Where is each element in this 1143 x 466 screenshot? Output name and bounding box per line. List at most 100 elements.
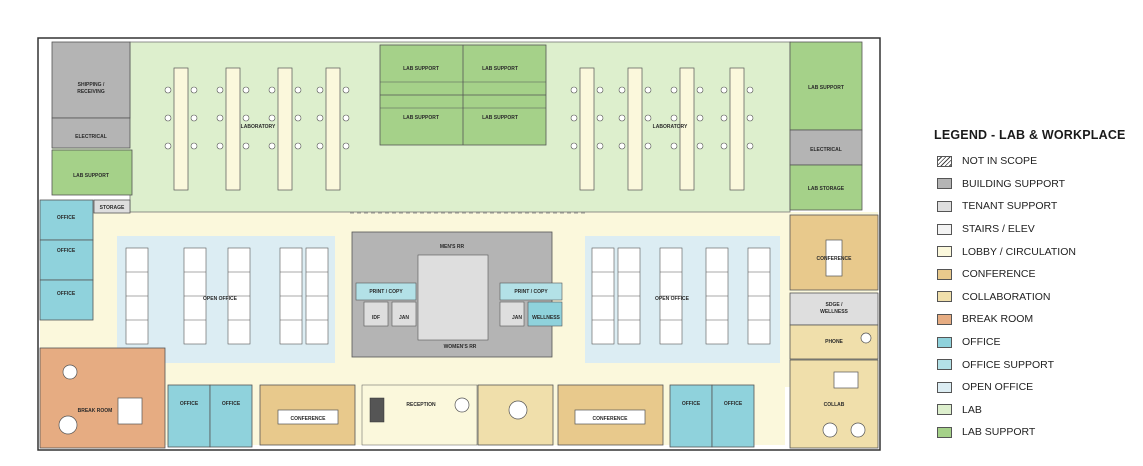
office-left-3-label: OFFICE xyxy=(57,291,76,297)
open-office-left-label: OPEN OFFICE xyxy=(203,296,238,302)
legend-label-building-support: BUILDING SUPPORT xyxy=(962,177,1066,190)
break-room-label: BREAK ROOM xyxy=(78,408,113,414)
lab-support-center-2-label: LAB SUPPORT xyxy=(482,66,518,72)
legend-swatch-office-support xyxy=(937,359,952,371)
reception-desk xyxy=(369,397,385,423)
office-left-3 xyxy=(39,279,94,321)
lab-support-center-4-label: LAB SUPPORT xyxy=(482,115,518,121)
legend-swatch-lab-support xyxy=(937,426,952,438)
legend-item-open-office: OPEN OFFICE xyxy=(930,376,1140,399)
legend-item-conference: CONFERENCE xyxy=(930,263,1140,286)
legend-item-building-support: BUILDING SUPPORT xyxy=(930,173,1140,196)
legend-label-stairs-elev: STAIRS / ELEV xyxy=(962,223,1035,236)
legend-label-open-office: OPEN OFFICE xyxy=(962,381,1034,394)
svg-text:SHIPPING /RECEIVING: SHIPPING /RECEIVING xyxy=(77,82,105,95)
legend-swatch-tenant-support xyxy=(937,200,952,212)
legend-swatch-break-room xyxy=(937,313,952,325)
phone-room xyxy=(789,324,879,360)
sdge-label-line1: SDGE / xyxy=(826,302,844,308)
open-office-desk-dividers xyxy=(126,271,770,321)
sdge-wellness-room xyxy=(789,292,879,326)
collab-right-label: COLLAB xyxy=(824,402,845,408)
restroom-core xyxy=(351,231,563,358)
legend-item-lab-support: LAB SUPPORT xyxy=(930,421,1140,444)
legend-swatch-stairs-elev xyxy=(937,223,952,235)
open-office-right xyxy=(585,236,780,363)
jan-left-label: JAN xyxy=(399,315,409,321)
laboratory-left-label: LABORATORY xyxy=(241,124,276,130)
conference-center-label: CONFERENCE xyxy=(592,416,628,422)
legend-label-break-room: BREAK ROOM xyxy=(962,313,1034,326)
legend-item-stairs-elev: STAIRS / ELEV xyxy=(930,218,1140,241)
legend-label-lab-support: LAB SUPPORT xyxy=(962,426,1036,439)
legend-items: NOT IN SCOPE BUILDING SUPPORT TENANT SUPPO… xyxy=(930,150,1140,444)
lab-support-left-label: LAB SUPPORT xyxy=(73,173,109,179)
reception-label: RECEPTION xyxy=(406,402,436,408)
legend-item-lobby-circulation: LOBBY / CIRCULATION xyxy=(930,240,1140,263)
legend: LEGEND - LAB & WORKPLACE NOT IN SCOPE BUI… xyxy=(930,128,1140,444)
room-labels: SHIPPING /RECEIVING ELECTRICAL LAB SUPPO… xyxy=(57,66,852,422)
legend-label-not-in-scope: NOT IN SCOPE xyxy=(962,155,1038,168)
laboratory-right-label: LABORATORY xyxy=(653,124,688,130)
lab-support-right-label: LAB SUPPORT xyxy=(808,85,844,91)
legend-swatch-not-in-scope xyxy=(937,155,952,167)
floor-plan: SHIPPING /RECEIVING ELECTRICAL LAB SUPPO… xyxy=(37,37,881,451)
conference-left-label: CONFERENCE xyxy=(290,416,326,422)
svg-text:SDGE /WELLNESS: SDGE /WELLNESS xyxy=(820,302,848,315)
jan-right-label: JAN xyxy=(512,315,522,321)
storage-label: STORAGE xyxy=(100,205,125,211)
legend-item-not-in-scope: NOT IN SCOPE xyxy=(930,150,1140,173)
legend-swatch-collaboration xyxy=(937,291,952,303)
break-room xyxy=(39,347,166,449)
legend-label-office: OFFICE xyxy=(962,336,1001,349)
electrical-room-right xyxy=(789,129,863,166)
lab-storage-label: LAB STORAGE xyxy=(808,186,845,192)
lab-storage-room xyxy=(789,164,863,211)
office-bottom-1-label: OFFICE xyxy=(180,401,199,407)
office-bottom-3 xyxy=(669,384,713,448)
legend-item-lab: LAB xyxy=(930,399,1140,422)
office-bottom-4-label: OFFICE xyxy=(724,401,743,407)
wellness-label: WELLNESS xyxy=(532,315,560,321)
lab-support-left xyxy=(51,149,133,196)
phone-label: PHONE xyxy=(825,339,843,345)
electrical-right-label: ELECTRICAL xyxy=(810,147,842,153)
break-room-counter xyxy=(117,397,143,425)
shipping-label-line2: RECEIVING xyxy=(77,89,105,95)
legend-title: LEGEND - LAB & WORKPLACE xyxy=(934,128,1126,142)
legend-swatch-open-office xyxy=(937,381,952,393)
legend-item-collaboration: COLLABORATION xyxy=(930,286,1140,309)
legend-label-lobby-circulation: LOBBY / CIRCULATION xyxy=(962,245,1076,258)
legend-label-conference: CONFERENCE xyxy=(962,268,1036,281)
electrical-room-left xyxy=(51,117,131,149)
legend-swatch-conference xyxy=(937,268,952,280)
electrical-left-label: ELECTRICAL xyxy=(75,134,107,140)
legend-swatch-lab xyxy=(937,404,952,416)
office-bottom-4 xyxy=(711,384,755,448)
shipping-receiving-room xyxy=(51,41,131,119)
office-left-2-label: OFFICE xyxy=(57,248,76,254)
office-bottom-2-label: OFFICE xyxy=(222,401,241,407)
open-office-right-label: OPEN OFFICE xyxy=(655,296,690,302)
legend-swatch-office xyxy=(937,336,952,348)
lab-benches xyxy=(173,67,745,191)
legend-swatch-building-support xyxy=(937,178,952,190)
round-tables xyxy=(58,332,872,438)
idf-label: IDF xyxy=(372,315,380,321)
sdge-label-line2: WELLNESS xyxy=(820,309,848,315)
legend-item-office: OFFICE xyxy=(930,331,1140,354)
office-bottom-2 xyxy=(209,384,253,448)
conference-tables xyxy=(277,239,859,425)
lab-stools xyxy=(164,86,754,150)
office-left-2 xyxy=(39,239,94,281)
conference-right-label: CONFERENCE xyxy=(816,256,852,262)
print-copy-right-label: PRINT / COPY xyxy=(514,289,548,295)
legend-label-tenant-support: TENANT SUPPORT xyxy=(962,200,1058,213)
office-bottom-1 xyxy=(167,384,211,448)
mens-rr-label: MEN'S RR xyxy=(440,244,465,250)
lab-support-center xyxy=(379,44,547,146)
lab-support-center-3-label: LAB SUPPORT xyxy=(403,115,439,121)
legend-swatch-lobby-circulation xyxy=(937,246,952,258)
legend-item-office-support: OFFICE SUPPORT xyxy=(930,353,1140,376)
legend-label-office-support: OFFICE SUPPORT xyxy=(962,358,1054,371)
